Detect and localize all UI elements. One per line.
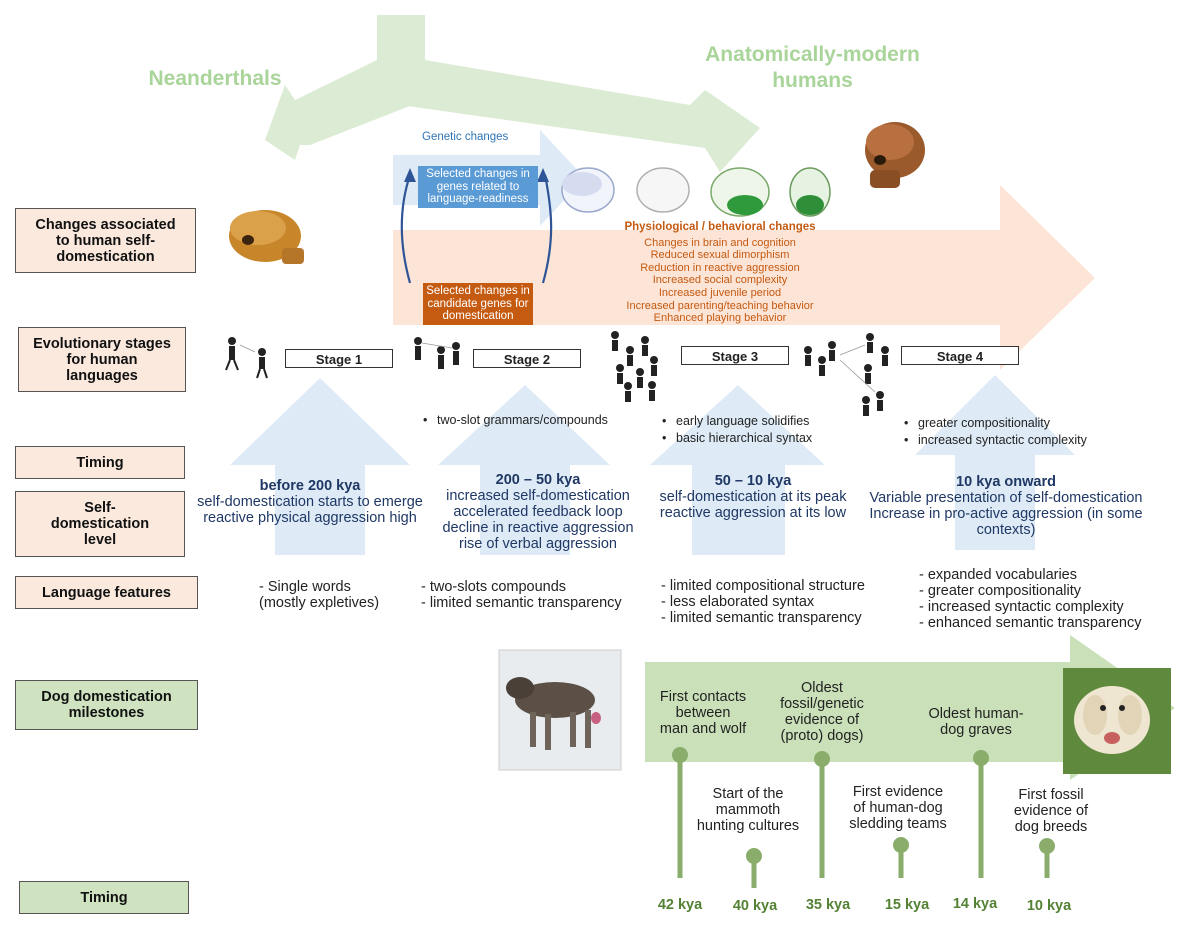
milestone-mammoth-hunting: Start of the mammoth hunting cultures <box>696 786 800 834</box>
milestone-dog-breeds: First fossil evidence of dog breeds <box>1013 787 1089 835</box>
language-features-1: - Single words (mostly expletives) <box>259 579 379 611</box>
physiological-item: Increased social complexity <box>652 274 788 287</box>
neanderthals-label: Neanderthals <box>148 67 282 90</box>
timing-line: accelerated feedback loop <box>453 504 623 520</box>
row-label-language-features: Language features <box>15 576 198 609</box>
kya-label: 14 kya <box>952 896 998 912</box>
language-features-2: - two-slots compounds - limited semantic… <box>421 579 622 611</box>
stage-2-bullets: two-slot grammars/compounds <box>423 412 608 429</box>
timing-line: contexts) <box>976 522 1036 538</box>
stage1-figures <box>225 337 268 379</box>
physiological-item: Reduced sexual dimorphism <box>650 249 790 262</box>
timing-line: increased self-domestication <box>446 488 630 504</box>
timing-line: reactive aggression at its low <box>659 505 847 521</box>
timing-kya: before 200 kya <box>259 478 361 494</box>
modern-humans-label: Anatomically-modern humans <box>705 43 920 92</box>
stage4-figures <box>804 333 889 416</box>
dog-photo <box>1063 668 1171 774</box>
physiological-item: Increased parenting/teaching behavior <box>626 299 814 312</box>
language-features-3: - limited compositional structure - less… <box>661 578 865 626</box>
timing-period-1: before 200 kya self-domestication starts… <box>190 478 430 526</box>
modern-skull-image <box>865 122 925 188</box>
physiological-item: Increased juvenile period <box>658 286 782 299</box>
physiological-item: Changes in brain and cognition <box>644 236 796 249</box>
milestone-oldest-fossil-dogs: Oldest fossil/genetic evidence of (proto… <box>780 680 864 744</box>
language-genes-box: Selected changes in genes related to lan… <box>418 166 538 208</box>
timing-line: decline in reactive aggression <box>442 520 634 536</box>
stage3-figures <box>611 331 658 402</box>
timing-period-3: 50 – 10 kya self-domestication at its pe… <box>642 473 864 521</box>
stage-2-box: Stage 2 <box>473 349 581 368</box>
stage2-figures <box>414 337 460 369</box>
timing-line: Increase in pro-active aggression (in so… <box>869 506 1143 522</box>
physiological-item: Enhanced playing behavior <box>653 312 787 325</box>
stage-1-box: Stage 1 <box>285 349 393 368</box>
bullet-item: greater compositionality <box>904 415 1087 432</box>
stage-3-box: Stage 3 <box>681 346 789 365</box>
feature-line: - greater compositionality <box>919 583 1081 599</box>
row-label-dog-domestication: Dog domestication milestones <box>15 680 198 730</box>
kya-label: 35 kya <box>805 897 851 913</box>
timing-line: reactive physical aggression high <box>203 510 417 526</box>
milestone-first-contacts: First contacts between man and wolf <box>659 689 747 737</box>
stage-4-box: Stage 4 <box>901 346 1019 365</box>
feature-line: - limited semantic transparency <box>661 610 862 626</box>
dog-timeline-arrow <box>645 635 1175 780</box>
row-label-timing-dog: Timing <box>19 881 189 914</box>
kya-label: 10 kya <box>1026 898 1072 914</box>
kya-label: 15 kya <box>884 897 930 913</box>
milestone-sledding-teams: First evidence of human-dog sledding tea… <box>849 784 947 832</box>
row-label-self-domestication-level: Self-domestication level <box>15 491 185 557</box>
stage-3-bullets: early language solidifies basic hierarch… <box>662 413 812 447</box>
genetic-changes-title: Genetic changes <box>422 131 509 143</box>
milestone-stems <box>672 747 1055 888</box>
neanderthal-skull-image <box>229 210 304 264</box>
brain-images <box>561 167 831 217</box>
bullet-item: basic hierarchical syntax <box>662 430 812 447</box>
kya-label: 40 kya <box>732 898 778 914</box>
feature-line: - limited semantic transparency <box>421 595 622 611</box>
gene-feedback-arrows <box>400 174 553 284</box>
human-lineage-arrows <box>265 15 760 172</box>
feature-line: - two-slots compounds <box>421 579 567 595</box>
physiological-arrow <box>393 185 1095 370</box>
feature-line: - increased syntactic complexity <box>919 599 1124 615</box>
physiological-changes-list: Physiological / behavioral changes Chang… <box>590 221 850 325</box>
timing-kya: 200 – 50 kya <box>495 472 581 488</box>
feature-line: - Single words <box>259 579 351 595</box>
timing-kya: 50 – 10 kya <box>714 473 792 489</box>
feature-line: - expanded vocabularies <box>919 567 1077 583</box>
row-label-evolutionary-stages: Evolutionary stages for human languages <box>18 327 186 392</box>
physiological-title: Physiological / behavioral changes <box>624 221 816 233</box>
timing-line: rise of verbal aggression <box>459 536 617 552</box>
feature-line: - enhanced semantic transparency <box>919 615 1142 631</box>
language-features-4: - expanded vocabularies - greater compos… <box>919 567 1141 631</box>
bullet-item: two-slot grammars/compounds <box>423 412 608 429</box>
row-label-self-domestication: Changes associated to human self-domesti… <box>15 208 196 273</box>
timing-kya: 10 kya onward <box>956 474 1056 490</box>
kya-label: 42 kya <box>657 897 703 913</box>
feature-line: - less elaborated syntax <box>661 594 815 610</box>
timing-line: self-domestication at its peak <box>659 489 847 505</box>
timing-period-4: 10 kya onward Variable presentation of s… <box>858 474 1154 538</box>
row-label-timing: Timing <box>15 446 185 479</box>
domestication-genes-box: Selected changes in candidate genes for … <box>423 283 533 325</box>
feature-line: - limited compositional structure <box>661 578 865 594</box>
stage-4-bullets: greater compositionality increased synta… <box>904 415 1087 449</box>
physiological-item: Reduction in reactive aggression <box>640 261 800 274</box>
milestone-human-dog-graves: Oldest human- dog graves <box>928 706 1024 738</box>
timing-period-2: 200 – 50 kya increased self-domesticatio… <box>423 472 653 552</box>
bullet-item: early language solidifies <box>662 413 812 430</box>
feature-line: (mostly expletives) <box>259 595 380 611</box>
timing-line: Variable presentation of self-domesticat… <box>869 490 1143 506</box>
bullet-item: increased syntactic complexity <box>904 432 1087 449</box>
wolf-photo <box>498 649 622 771</box>
timing-line: self-domestication starts to emerge <box>197 494 423 510</box>
